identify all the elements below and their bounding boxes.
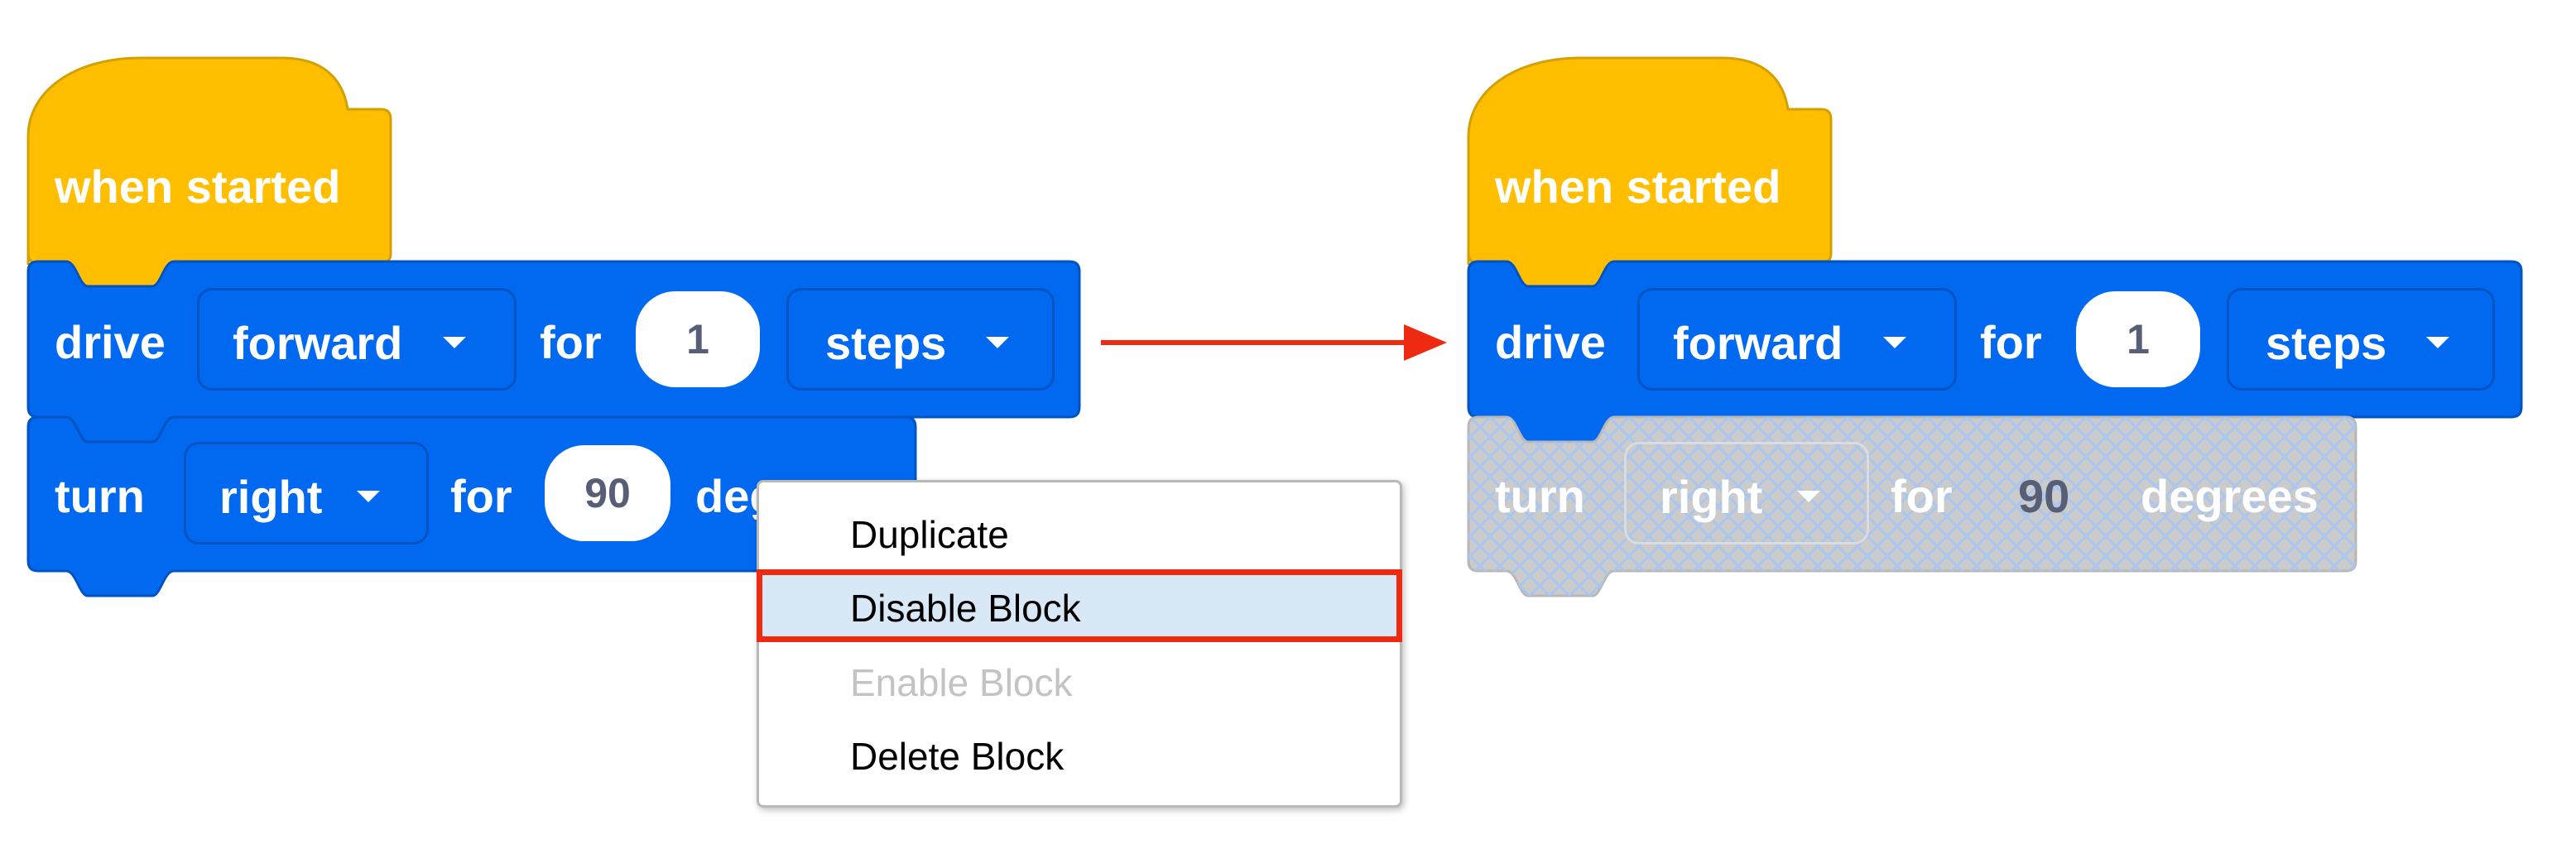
chevron-down-icon: [357, 491, 380, 502]
context-menu: Duplicate Disable Block Enable Block Del…: [757, 480, 1402, 808]
right-drive-amount-input[interactable]: 1: [2076, 291, 2200, 387]
chevron-down-icon: [986, 337, 1009, 348]
context-menu-highlight: [759, 575, 1400, 641]
left-turn-amount-value: 90: [584, 470, 631, 516]
right-turn-direction-dropdown: right: [1624, 442, 1869, 544]
chevron-down-icon: [2426, 337, 2449, 348]
right-turn-unit-label: degrees: [2141, 470, 2319, 522]
left-when-started-label: when started: [55, 161, 341, 213]
left-turn-for-label: for: [450, 470, 512, 522]
right-drive-for-label: for: [1980, 316, 2042, 368]
right-when-started-label: when started: [1495, 161, 1781, 213]
left-drive-direction-dropdown[interactable]: forward: [197, 288, 517, 391]
right-turn-direction-value: right: [1660, 471, 1763, 523]
right-drive-direction-dropdown[interactable]: forward: [1637, 288, 1957, 391]
context-menu-item-enable-block: Enable Block: [850, 661, 1073, 704]
chevron-down-icon: [443, 337, 466, 348]
right-drive-unit-dropdown[interactable]: steps: [2227, 288, 2495, 391]
left-drive-amount-input[interactable]: 1: [636, 291, 760, 387]
right-drive-amount-value: 1: [2127, 316, 2150, 362]
chevron-down-icon: [1883, 337, 1906, 348]
right-turn-label: turn: [1495, 470, 1585, 522]
context-menu-item-delete-block[interactable]: Delete Block: [850, 735, 1065, 778]
context-menu-item-disable-block[interactable]: Disable Block: [850, 587, 1081, 630]
right-turn-amount-value: 90: [2018, 470, 2070, 522]
context-menu-item-duplicate[interactable]: Duplicate: [850, 513, 1009, 556]
left-turn-amount-input[interactable]: 90: [545, 445, 670, 541]
left-drive-for-label: for: [540, 316, 602, 368]
left-drive-unit-dropdown[interactable]: steps: [786, 288, 1055, 391]
right-drive-unit-value: steps: [2266, 317, 2387, 369]
right-drive-label: drive: [1495, 316, 1606, 368]
left-turn-direction-value: right: [219, 471, 323, 523]
left-drive-direction-value: forward: [233, 317, 403, 369]
right-drive-direction-value: forward: [1673, 317, 1843, 369]
chevron-down-icon: [1797, 491, 1820, 502]
right-turn-for-label: for: [1891, 470, 1953, 522]
left-turn-direction-dropdown[interactable]: right: [184, 442, 429, 544]
left-drive-label: drive: [55, 316, 166, 368]
highlight-outline-disable-block: [757, 569, 1402, 642]
left-drive-unit-value: steps: [825, 317, 947, 369]
left-drive-amount-value: 1: [686, 316, 709, 362]
left-turn-label: turn: [55, 470, 145, 522]
